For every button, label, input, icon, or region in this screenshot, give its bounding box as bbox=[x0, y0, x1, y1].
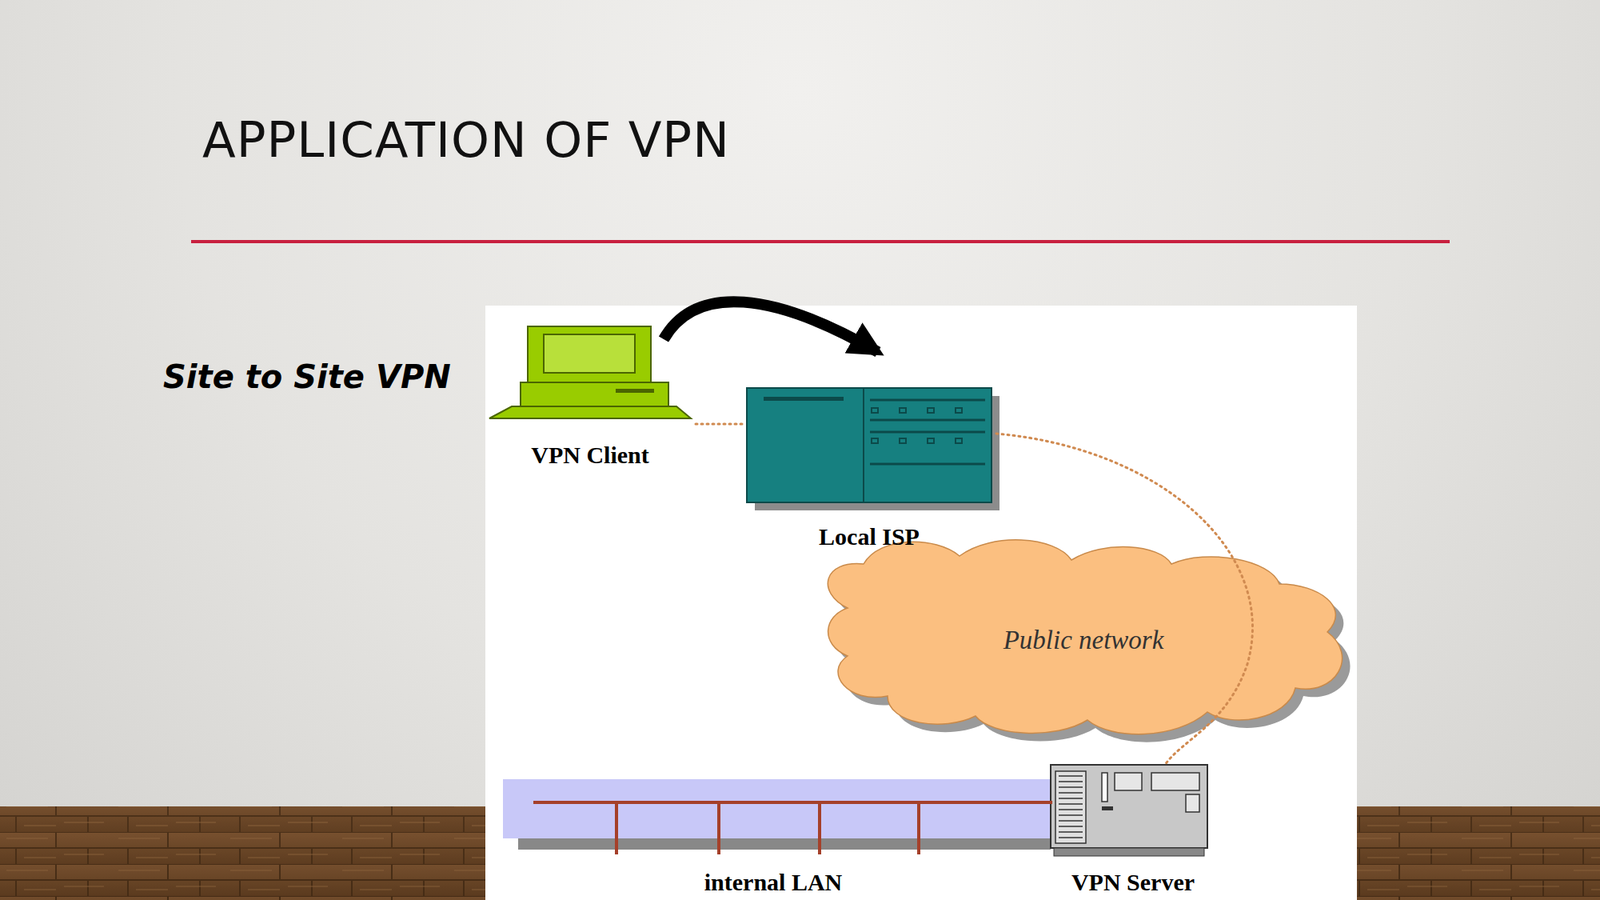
isp-node: Local ISP bbox=[742, 353, 997, 551]
lan-wire bbox=[1041, 800, 1053, 804]
client-node: VPN Client bbox=[484, 321, 696, 469]
node-label: Public network bbox=[1003, 625, 1165, 655]
isp-server-icon bbox=[746, 387, 1000, 511]
computer-icon bbox=[489, 326, 691, 419]
lan-node: internal LAN bbox=[502, 774, 1044, 896]
slide-title: APPLICATION OF VPN bbox=[202, 111, 731, 168]
node-label: Local ISP bbox=[818, 522, 920, 551]
node-label: VPN Server bbox=[1071, 868, 1195, 896]
node-label: VPN Client bbox=[530, 441, 649, 469]
node-label: internal LAN bbox=[704, 868, 843, 896]
lan-band bbox=[502, 778, 1051, 854]
title-rule bbox=[191, 239, 1450, 244]
curved-arrow bbox=[663, 301, 878, 352]
dotted-link bbox=[695, 422, 743, 426]
server-node: VPN Server bbox=[1050, 759, 1216, 896]
side-label: Site to Site VPN bbox=[163, 357, 451, 396]
cloud-shape bbox=[827, 539, 1350, 743]
cloud-node: Public network bbox=[847, 559, 1320, 720]
dotted-link bbox=[996, 433, 1253, 765]
image-panel bbox=[485, 305, 1357, 900]
vpn-server-icon bbox=[1050, 764, 1208, 856]
